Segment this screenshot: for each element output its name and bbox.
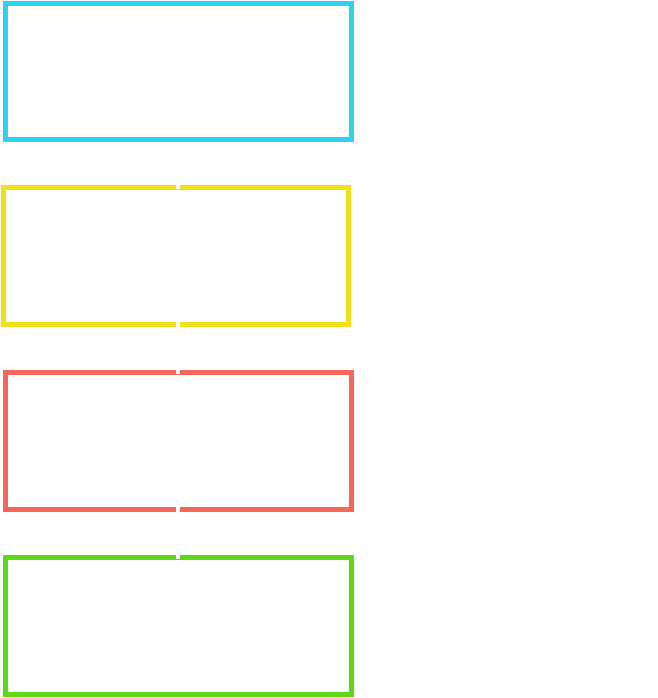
connector-notch <box>176 183 180 189</box>
connector-notch <box>176 507 180 513</box>
connector-notch <box>176 368 180 374</box>
diagram-box-yellow <box>1 185 351 327</box>
connector-notch <box>176 553 180 559</box>
diagram-box-green <box>3 555 354 697</box>
connector-notch <box>176 322 180 328</box>
diagram-box-cyan <box>3 1 354 142</box>
diagram-box-red <box>3 370 354 512</box>
